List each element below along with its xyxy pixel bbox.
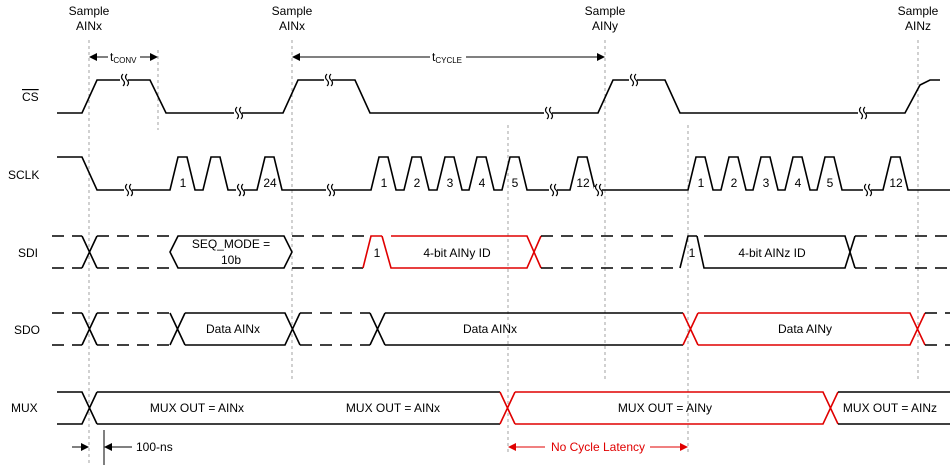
sdi-bit1-ainz: 1: [689, 246, 696, 260]
sclk-pulse-label: 5: [827, 176, 834, 190]
break-mark-icon: [120, 73, 130, 87]
sample-label-line1: Sample: [272, 4, 313, 18]
sclk-pulse-label: 2: [414, 176, 421, 190]
mux-waveform: MUX OUT = AINx MUX OUT = AINx MUX OUT = …: [57, 391, 950, 425]
signal-label-cs: CS: [22, 90, 39, 104]
signal-label-mux: MUX: [11, 401, 38, 415]
mux-out-2: MUX OUT = AINx: [346, 401, 440, 415]
sample-label-line2: AINx: [76, 19, 102, 33]
signal-label-sclk: SCLK: [8, 168, 39, 182]
sclk-pulse-label: 4: [479, 176, 486, 190]
break-mark-icon: [629, 73, 639, 87]
signal-label-sdo: SDO: [14, 323, 40, 337]
tconv-label: tCONV: [110, 50, 137, 65]
break-mark-icon: [858, 106, 868, 120]
ainy-id-text: 4-bit AINy ID: [423, 246, 491, 260]
delay-label: 100-ns: [136, 440, 173, 454]
sample-label-line2: AINx: [279, 19, 305, 33]
seq-mode-text: SEQ_MODE =: [192, 237, 270, 251]
ainy-id-box: [362, 235, 542, 269]
seq-mode-box: [169, 235, 293, 269]
tconv-arrow: tCONV: [89, 50, 158, 65]
tcycle-arrow: tCYCLE: [292, 50, 605, 65]
sclk-pulse-label: 12: [889, 176, 903, 190]
break-mark-icon: [234, 106, 244, 120]
sclk-pulse-label: 2: [731, 176, 738, 190]
sclk-pulse-label: 5: [512, 176, 519, 190]
tcycle-label: tCYCLE: [432, 50, 462, 65]
sample-label-3: Sample AINy: [585, 4, 626, 33]
sdi-bit1-ainy: 1: [374, 246, 381, 260]
sdo-data-2: Data AINx: [463, 322, 517, 336]
sclk-pulse-label: 1: [381, 176, 388, 190]
sdi-waveform: SEQ_MODE = 10b 1 4-bit AINy ID 1 4-bit A…: [52, 235, 950, 269]
sclk-pulse-label: 3: [447, 176, 454, 190]
sample-label-line1: Sample: [898, 4, 939, 18]
sclk-pulse-label: 3: [763, 176, 770, 190]
delay-annotation: 100-ns: [72, 430, 173, 465]
break-mark-icon: [236, 183, 246, 197]
sclk-waveform: [57, 156, 950, 191]
seq-mode-value: 10b: [221, 253, 241, 267]
signal-label-sdi: SDI: [18, 246, 38, 260]
sclk-pulse-label: 4: [795, 176, 802, 190]
sclk-pulse-label: 24: [263, 176, 277, 190]
cs-waveform: [57, 79, 940, 114]
sdo-data-1: Data AINx: [206, 322, 260, 336]
sample-label-line1: Sample: [585, 4, 626, 18]
mux-out-1: MUX OUT = AINx: [150, 401, 244, 415]
break-mark-icon: [549, 183, 559, 197]
sample-label-2: Sample AINx: [272, 4, 313, 33]
sdo-data-3: Data AINy: [778, 322, 832, 336]
no-cycle-latency-label: No Cycle Latency: [551, 440, 645, 454]
sclk-pulse-label: 1: [180, 176, 187, 190]
break-mark-icon: [326, 183, 336, 197]
break-marks: [120, 73, 873, 197]
sdo-waveform: Data AINx Data AINx Data AINy: [52, 312, 950, 346]
break-mark-icon: [124, 183, 134, 197]
sample-label-1: Sample AINx: [69, 4, 110, 33]
ainz-id-text: 4-bit AINz ID: [738, 246, 806, 260]
break-mark-icon: [544, 106, 554, 120]
no-cycle-latency-annotation: No Cycle Latency: [508, 440, 688, 454]
mux-out-3: MUX OUT = AINy: [618, 401, 712, 415]
break-mark-icon: [324, 73, 334, 87]
ainz-id-box: [679, 235, 856, 269]
break-mark-icon: [594, 183, 604, 197]
break-mark-icon: [863, 183, 873, 197]
sample-label-line2: AINy: [592, 19, 618, 33]
sclk-pulse-label: 12: [576, 176, 590, 190]
sclk-pulse-label: 1: [698, 176, 705, 190]
mux-out-4: MUX OUT = AINz: [843, 401, 937, 415]
sample-label-line1: Sample: [69, 4, 110, 18]
sample-label-4: Sample AINz: [898, 4, 939, 33]
sample-label-line2: AINz: [905, 19, 931, 33]
